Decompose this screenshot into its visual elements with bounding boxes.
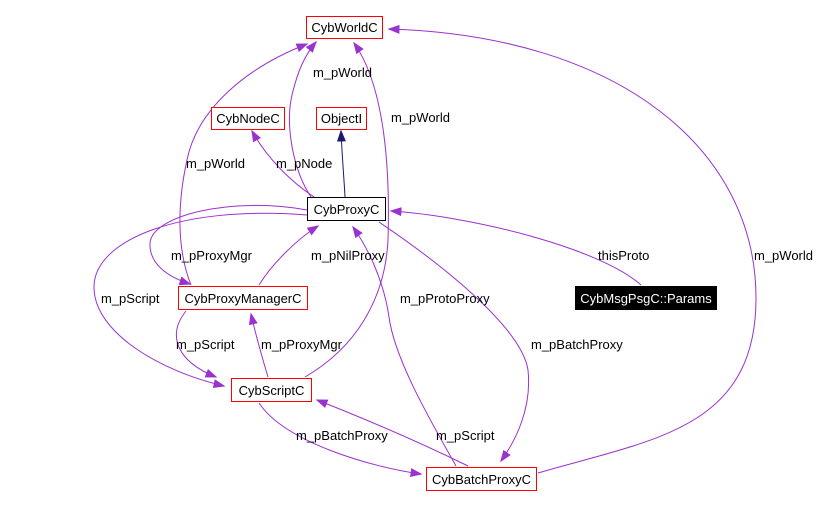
node-cybworldc[interactable]: CybWorldC <box>306 16 383 39</box>
edge-label-m-pworld-proxymgr: m_pWorld <box>186 156 246 171</box>
edge-cybscriptc-cybworldc <box>304 41 389 378</box>
node-cybproxymanagerc[interactable]: CybProxyManagerC <box>178 286 308 310</box>
edge-cybproxymanagerc-cybproxyc <box>258 225 320 286</box>
node-objecti[interactable]: ObjectI <box>316 107 367 130</box>
edge-label-m-pproxymgr-scriptc: m_pProxyMgr <box>261 337 342 352</box>
edge-label-m-pscript-proxyc: m_pScript <box>101 291 160 306</box>
node-label: CybMsgPsgC::Params <box>580 290 712 306</box>
edge-label-m-pnode: m_pNode <box>276 156 333 171</box>
node-cybmsgpsgc-params: CybMsgPsgC::Params <box>575 286 717 310</box>
edge-cybproxyc-cybbatchproxyc <box>378 221 530 463</box>
edge-label-m-pnilproxy: m_pNilProxy <box>311 248 385 263</box>
edge-label-m-pworld-scriptc: m_pWorld <box>391 110 451 125</box>
edge-cybproxyc-cybscriptc <box>93 212 308 388</box>
node-label: CybBatchProxyC <box>432 471 531 487</box>
edge-label-m-pscript-batchproxy: m_pScript <box>436 428 495 443</box>
node-cybscriptc[interactable]: CybScriptC <box>231 378 312 402</box>
edge-label-m-pproxymgr-proxyc: m_pProxyMgr <box>171 248 252 263</box>
edge-cybscriptc-cybproxymanagerc <box>248 312 269 378</box>
edge-label-m-pscript-proxymgr: m_pScript <box>176 337 235 352</box>
edge-cybbatchproxyc-cybproxyc <box>352 225 457 467</box>
edge-label-m-pbatchproxy-script: m_pBatchProxy <box>296 428 388 443</box>
node-cybbatchproxyc[interactable]: CybBatchProxyC <box>426 467 537 491</box>
node-label: CybProxyC <box>313 201 380 217</box>
edge-cybbatchproxyc-cybscriptc <box>315 399 469 467</box>
edge-label-m-pworld-proxyc: m_pWorld <box>313 65 373 80</box>
edge-label-m-pbatchproxy-proxyc: m_pBatchProxy <box>531 337 623 352</box>
node-label: ObjectI <box>320 111 363 126</box>
edge-cybproxyc-objecti-inheritance <box>336 129 346 198</box>
edge-cybproxyc-cybworldc <box>289 40 317 198</box>
node-label: CybScriptC <box>238 382 305 398</box>
node-label: CybNodeC <box>216 111 280 126</box>
edge-cybproxymanagerc-cybworldc <box>179 43 309 286</box>
edge-cybproxyc-cybnodec <box>251 129 315 198</box>
node-label: CybWorldC <box>311 20 378 35</box>
edge-label-m-pprotoproxy: m_pProtoProxy <box>400 291 490 306</box>
node-label: CybProxyManagerC <box>184 290 302 306</box>
edge-label-thisproto: thisProto <box>598 248 650 263</box>
edge-cybproxyc-cybproxymanagerc <box>149 204 308 286</box>
edge-cybbatchproxyc-cybworldc <box>387 24 757 474</box>
edge-label-m-pworld-batchproxy: m_pWorld <box>754 248 814 263</box>
edge-cybscriptc-cybbatchproxyc <box>258 402 423 478</box>
node-cybproxyc[interactable]: CybProxyC <box>307 197 386 221</box>
node-cybnodec[interactable]: CybNodeC <box>211 107 285 130</box>
edge-cybmsgpsgc-params-cybproxyc <box>389 207 642 286</box>
edge-cybproxymanagerc-cybscriptc <box>176 310 218 378</box>
